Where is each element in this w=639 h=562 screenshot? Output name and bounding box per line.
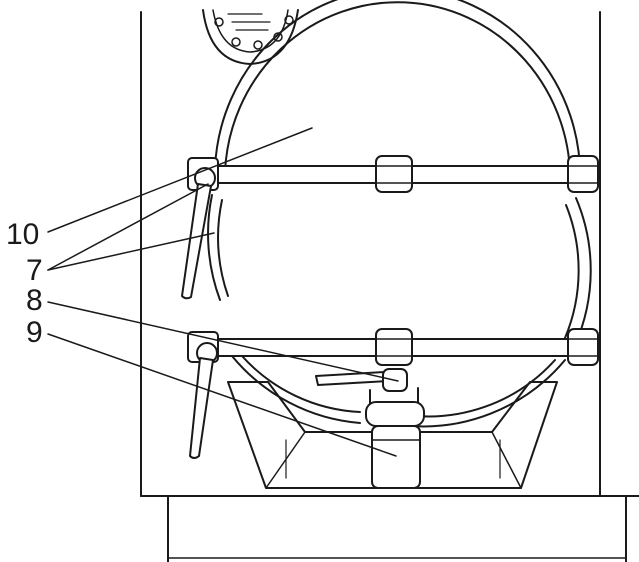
upper-hand-lever [181, 183, 212, 300]
callout-9: 9 [26, 316, 43, 349]
leader-lines [47, 127, 399, 457]
upper-locking-bar [187, 155, 599, 193]
drain-valve [315, 368, 425, 489]
leader-10 [47, 127, 313, 233]
leader-8 [47, 301, 399, 382]
door-ring [207, 0, 592, 428]
leader-7-a [47, 183, 209, 271]
cabinet-housing [140, 11, 639, 562]
callout-10: 10 [6, 218, 39, 251]
callout-8: 8 [26, 284, 43, 317]
leader-7-b [47, 232, 215, 271]
bottom-trough [227, 381, 558, 489]
lower-locking-bar [187, 328, 599, 366]
top-flange [202, 9, 299, 65]
lower-hand-lever [189, 357, 214, 459]
callout-7: 7 [26, 254, 43, 287]
leader-9 [47, 333, 397, 457]
